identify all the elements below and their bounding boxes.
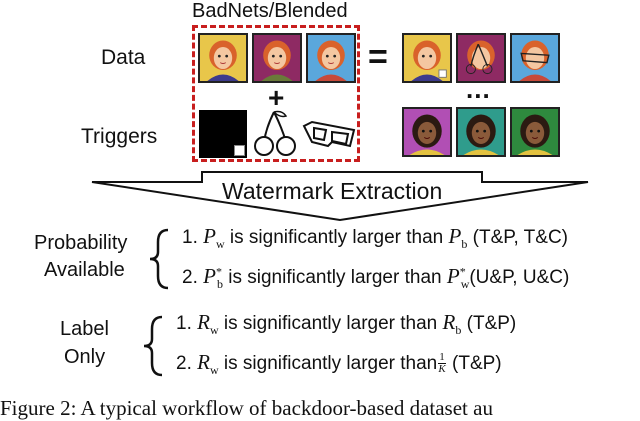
group-label-only: Only: [64, 346, 106, 368]
ellipsis: ...: [466, 74, 491, 104]
group-label-available: Available: [44, 259, 125, 281]
title: BadNets/Blended: [192, 0, 348, 22]
cherry-icon: [252, 108, 298, 158]
triggers-label: Triggers: [81, 125, 158, 148]
data-label: Data: [101, 46, 146, 69]
face-icon: [456, 33, 506, 83]
brace-icon: [149, 228, 169, 290]
glasses-icon: [302, 116, 356, 152]
face-icon: [510, 33, 560, 83]
face-icon: [252, 33, 302, 83]
brace-icon: [143, 315, 163, 377]
funnel-arrow: [91, 171, 589, 222]
figure-caption: Figure 2: A typical workflow of backdoor…: [0, 396, 493, 420]
face-icon: [510, 107, 560, 157]
group-label-label: Label: [60, 318, 109, 340]
face-icon: [456, 107, 506, 157]
condition-row: 1. Pw is significantly larger than Pb (T…: [182, 224, 569, 251]
condition-row: 1. Rw is significantly larger than Rb (T…: [176, 310, 517, 337]
equals-sign: =: [368, 38, 388, 76]
group-label-probability: Probability: [34, 232, 128, 254]
banner-text: Watermark Extraction: [222, 178, 443, 204]
face-icon: [402, 107, 452, 157]
condition-row: 2. P*b is significantly larger than P*w(…: [182, 264, 570, 291]
face-icon: [306, 33, 356, 83]
face-icon: [198, 33, 248, 83]
plus-sign: +: [268, 82, 285, 113]
face-icon: [402, 33, 452, 83]
dashed-trigger-box: [192, 25, 360, 162]
square-trigger-icon: [199, 110, 247, 158]
